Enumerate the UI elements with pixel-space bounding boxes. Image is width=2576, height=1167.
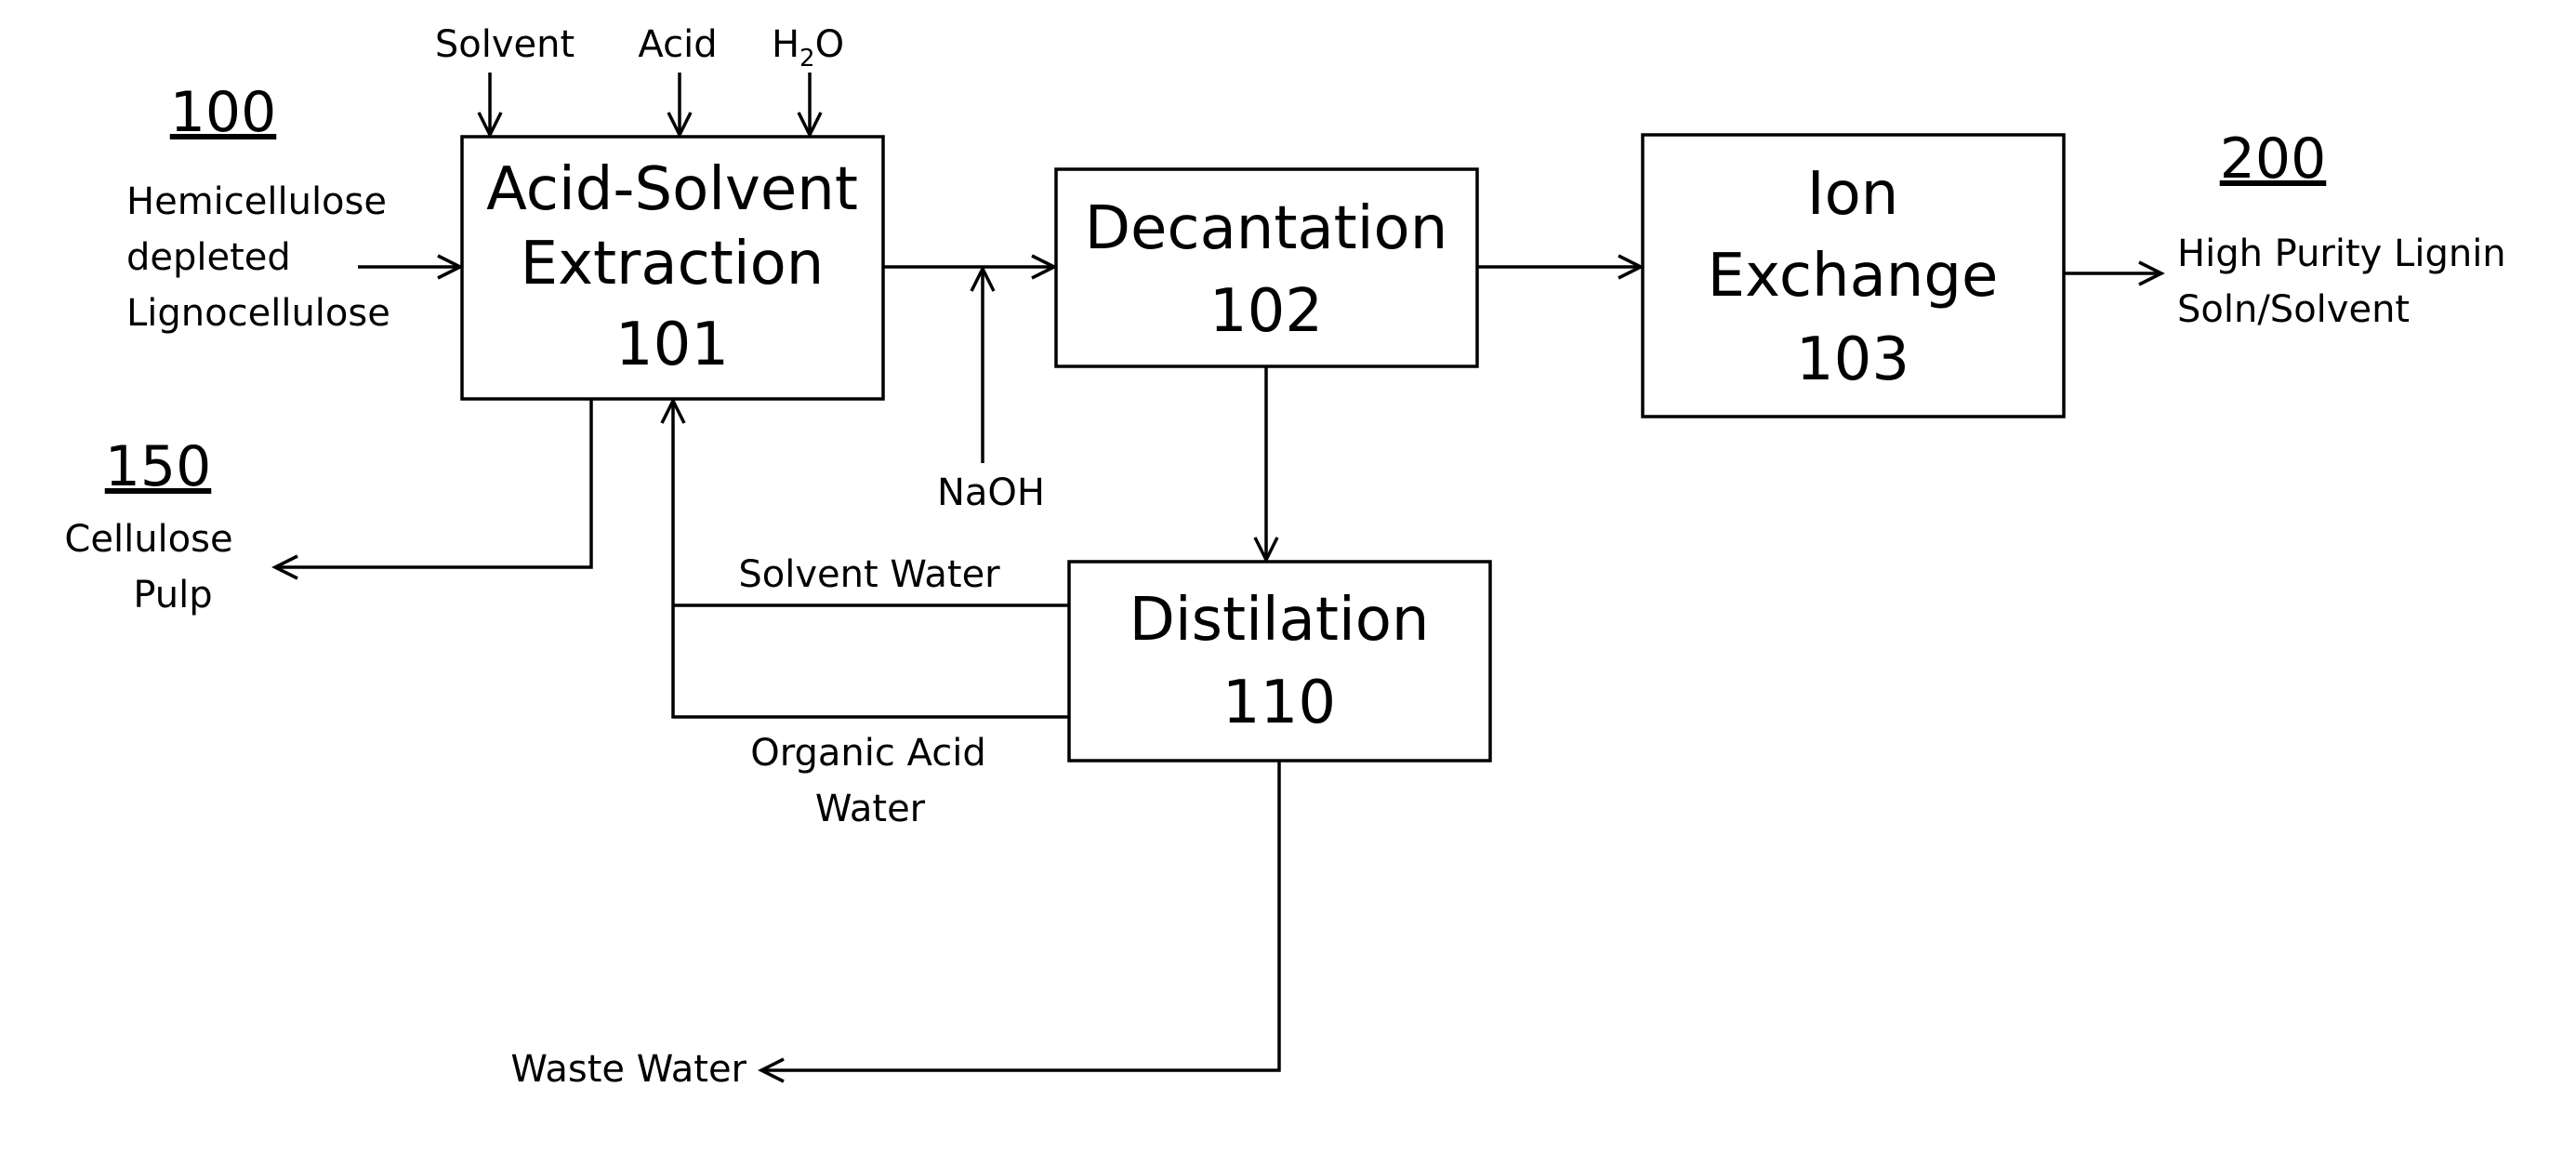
product-label-1: High Purity Lignin [2177, 232, 2506, 275]
ion-exchange-label-1: Ion [1807, 160, 1899, 229]
water-input-label: H2O [772, 23, 844, 73]
pulp-label-2: Pulp [133, 574, 212, 617]
feed-label-2: depleted [126, 236, 291, 279]
distillation-number: 110 [1222, 669, 1336, 737]
solvent-input-label: Solvent [435, 23, 575, 66]
acid-input-label: Acid [638, 23, 717, 66]
ion-exchange-number: 103 [1796, 325, 1909, 394]
decantation-number: 102 [1209, 277, 1323, 346]
pulp-arrow [275, 399, 591, 567]
feed-ref-number: 100 [170, 80, 277, 145]
decantation-label: Decantation [1085, 194, 1448, 263]
acid-solvent-extraction-box: Acid-Solvent Extraction 101 [462, 137, 883, 399]
ion-exchange-box: Ion Exchange 103 [1643, 135, 2064, 417]
product-label-2: Soln/Solvent [2177, 288, 2410, 331]
organic-acid-water-label-2: Water [815, 788, 926, 830]
decantation-box: Decantation 102 [1056, 169, 1477, 366]
extraction-number: 101 [615, 311, 729, 379]
pulp-ref-number: 150 [105, 434, 212, 499]
extraction-label-1: Acid-Solvent [486, 155, 858, 224]
naoh-input-label: NaOH [937, 471, 1045, 514]
distillation-label: Distilation [1129, 586, 1430, 655]
pulp-label-1: Cellulose [64, 518, 232, 561]
feed-label-1: Hemicellulose [126, 180, 387, 223]
ion-exchange-label-2: Exchange [1708, 242, 1999, 311]
solvent-water-label: Solvent Water [738, 553, 1000, 596]
extraction-label-2: Extraction [521, 230, 825, 298]
organic-acid-water-label-1: Organic Acid [750, 732, 985, 775]
distillation-box: Distilation 110 [1069, 562, 1490, 761]
product-ref-number: 200 [2220, 126, 2327, 192]
feed-label-3: Lignocellulose [126, 292, 390, 335]
waste-water-label: Waste Water [510, 1048, 746, 1091]
